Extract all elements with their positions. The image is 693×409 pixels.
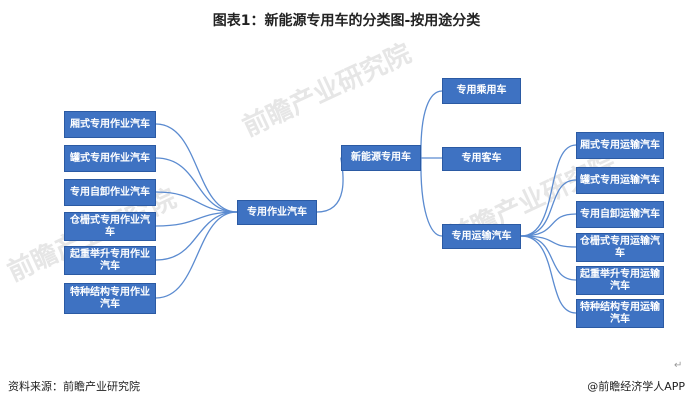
node-special-bus: 专用客车 (442, 147, 521, 171)
node-transport-vehicle-5: 起重举升专用运输汽车 (576, 266, 664, 295)
node-transport-vehicle-2: 罐式专用运输汽车 (576, 167, 664, 194)
node-transport-vehicle-1: 厢式专用运输汽车 (576, 132, 664, 159)
node-work-vehicle-5: 起重举升专用作业汽车 (64, 246, 156, 275)
node-special-passenger-car: 专用乘用车 (442, 78, 521, 104)
diagram-title: 图表1：新能源专用车的分类图-按用途分类 (212, 13, 481, 29)
node-root: 新能源专用车 (341, 145, 421, 171)
node-work-vehicle-4: 仓栅式专用作业汽车 (64, 212, 156, 241)
node-transport-vehicle-3: 专用自卸运输汽车 (576, 201, 664, 228)
node-work-vehicle-2: 罐式专用作业汽车 (64, 145, 156, 172)
node-work-vehicles: 专用作业汽车 (237, 200, 317, 225)
node-work-vehicle-1: 厢式专用作业汽车 (64, 111, 156, 138)
brand-note: @前瞻经济学人APP (587, 380, 685, 393)
node-transport-vehicle-6: 特种结构专用运输汽车 (576, 299, 664, 328)
source-note: 资料来源：前瞻产业研究院 (8, 380, 140, 393)
node-work-vehicle-6: 特种结构专用作业汽车 (64, 283, 156, 314)
node-transport-vehicles: 专用运输汽车 (442, 224, 521, 249)
node-transport-vehicle-4: 仓栅式专用运输汽车 (576, 233, 664, 262)
node-work-vehicle-3: 专用自卸作业汽车 (64, 179, 156, 206)
return-mark: ↵ (674, 360, 683, 371)
